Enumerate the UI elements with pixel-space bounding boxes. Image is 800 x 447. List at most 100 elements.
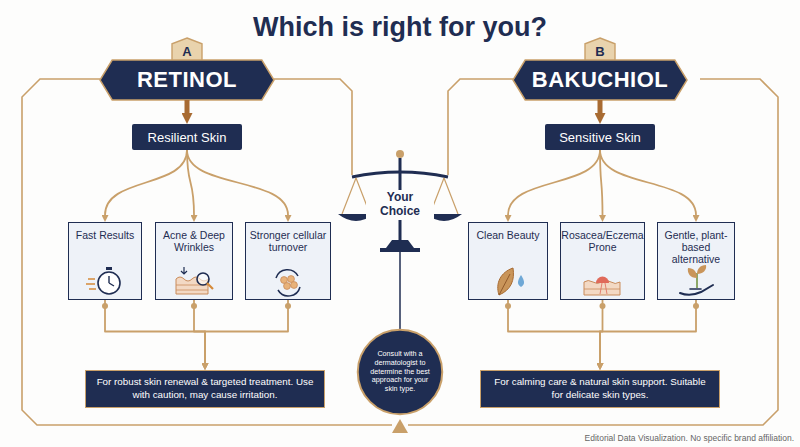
speed-lines <box>86 279 96 289</box>
connector-line <box>187 150 288 215</box>
benefit-card: Gentle, plant-based alternative <box>657 222 735 300</box>
cell <box>284 283 291 290</box>
node-text: Stronger cellular turnover <box>249 229 327 253</box>
connector-line <box>205 300 288 363</box>
scale-caption: Your Choice <box>366 190 434 220</box>
hand <box>680 285 713 295</box>
node-text: Gentle, plant-based alternative <box>661 229 731 265</box>
ingredient-banner: RETINOL <box>100 60 274 100</box>
summary-box: For calming care & natural skin support.… <box>480 370 720 408</box>
scale-foot <box>380 248 420 252</box>
merge-dot <box>505 303 511 309</box>
right-frame-inner <box>448 79 526 175</box>
benefit-card: Fast Results <box>68 222 142 300</box>
letter-badge: B <box>585 38 615 62</box>
balance-scale <box>338 150 462 252</box>
flow-arrow <box>185 100 190 113</box>
node-text: Resilient Skin <box>148 130 227 145</box>
skin-type-box: Sensitive Skin <box>545 124 655 150</box>
connector-line <box>187 150 194 215</box>
merge-dot <box>693 303 699 309</box>
merge-dots <box>102 303 699 309</box>
cells-icon <box>276 270 300 296</box>
skin-section <box>584 281 620 296</box>
cycle-arc <box>278 287 300 296</box>
skin-section <box>176 277 208 294</box>
node-text: RETINOL <box>137 67 237 93</box>
cell <box>281 277 288 284</box>
scale-caption-holder: Your Choice <box>366 190 434 220</box>
badge-outline <box>172 38 202 62</box>
banner-outline <box>100 60 274 100</box>
merge-dot <box>285 303 291 309</box>
connector-line <box>600 150 696 215</box>
scale-finial <box>396 150 404 158</box>
magnifier-lens <box>197 273 209 285</box>
circle-outline <box>358 330 442 414</box>
letter-badge: A <box>172 38 202 62</box>
scale-beam <box>352 172 448 177</box>
connector-line <box>194 300 205 363</box>
advice-circle: Consult with a dermatologist to determin… <box>356 328 444 416</box>
benefit-card: Acne & Deep Wrinkles <box>155 222 233 300</box>
connector-line <box>508 300 600 363</box>
sprout-leaf <box>697 265 706 274</box>
connector-line <box>600 300 696 363</box>
node-text: Acne & Deep Wrinkles <box>159 229 229 253</box>
node-text: Clean Beauty <box>476 229 539 241</box>
down-arrow <box>181 267 187 274</box>
stopwatch-knob <box>106 267 112 270</box>
merge-dot <box>102 303 108 309</box>
leaf <box>498 268 514 295</box>
bottom-triangle <box>392 419 408 433</box>
left-frame-inner <box>274 79 352 175</box>
diagram-title: Which is right for you? <box>0 12 800 43</box>
node-text: For calming care & natural skin support.… <box>489 376 711 401</box>
connector-line <box>105 300 205 363</box>
node-text: For robust skin renewal & targeted treat… <box>94 376 316 401</box>
flow-arrow <box>598 100 603 113</box>
node-text: Sensitive Skin <box>559 130 641 145</box>
badge-outline <box>585 38 615 62</box>
leader-line <box>399 252 401 330</box>
connector-line <box>105 150 187 215</box>
skin-lines <box>584 289 620 290</box>
cell <box>291 282 298 289</box>
hand-sprout-icon <box>680 265 713 295</box>
leaf-icon <box>498 268 524 295</box>
benefit-card: Rosacea/Eczema Prone <box>560 222 645 300</box>
leaf-vein <box>499 274 510 295</box>
node-text: Rosacea/Eczema Prone <box>561 229 643 253</box>
stopwatch-hands <box>109 276 114 286</box>
skin-layers-icon <box>176 267 213 294</box>
node-text: Fast Results <box>76 229 134 241</box>
ingredient-banner: BAKUCHIOL <box>513 60 687 100</box>
node-text: B <box>595 44 604 59</box>
connector-line <box>600 300 603 363</box>
left-frame <box>22 79 392 425</box>
inflammation-lines <box>600 283 607 294</box>
footer-note-holder: Editorial Data Visualization. No specifi… <box>494 433 794 443</box>
scale-base <box>386 240 414 248</box>
sprout-leaf <box>688 268 697 278</box>
right-frame <box>408 79 778 425</box>
connector-line <box>600 150 603 215</box>
connector-line <box>508 150 600 215</box>
banner-outline <box>513 60 687 100</box>
stopwatch-icon <box>86 267 120 294</box>
merge-dot <box>600 303 606 309</box>
summary-box: For robust skin renewal & targeted treat… <box>85 370 325 408</box>
panel-frames <box>22 79 778 425</box>
node-text: BAKUCHIOL <box>532 67 669 93</box>
node-text: A <box>182 44 191 59</box>
benefit-card: Clean Beauty <box>468 222 548 300</box>
cycle-arc <box>276 270 298 278</box>
footer-note: Editorial Data Visualization. No specifi… <box>585 433 794 443</box>
merge-dot <box>191 303 197 309</box>
cell <box>288 276 295 283</box>
benefit-card: Stronger cellular turnover <box>245 222 331 300</box>
stopwatch-face <box>98 272 120 294</box>
